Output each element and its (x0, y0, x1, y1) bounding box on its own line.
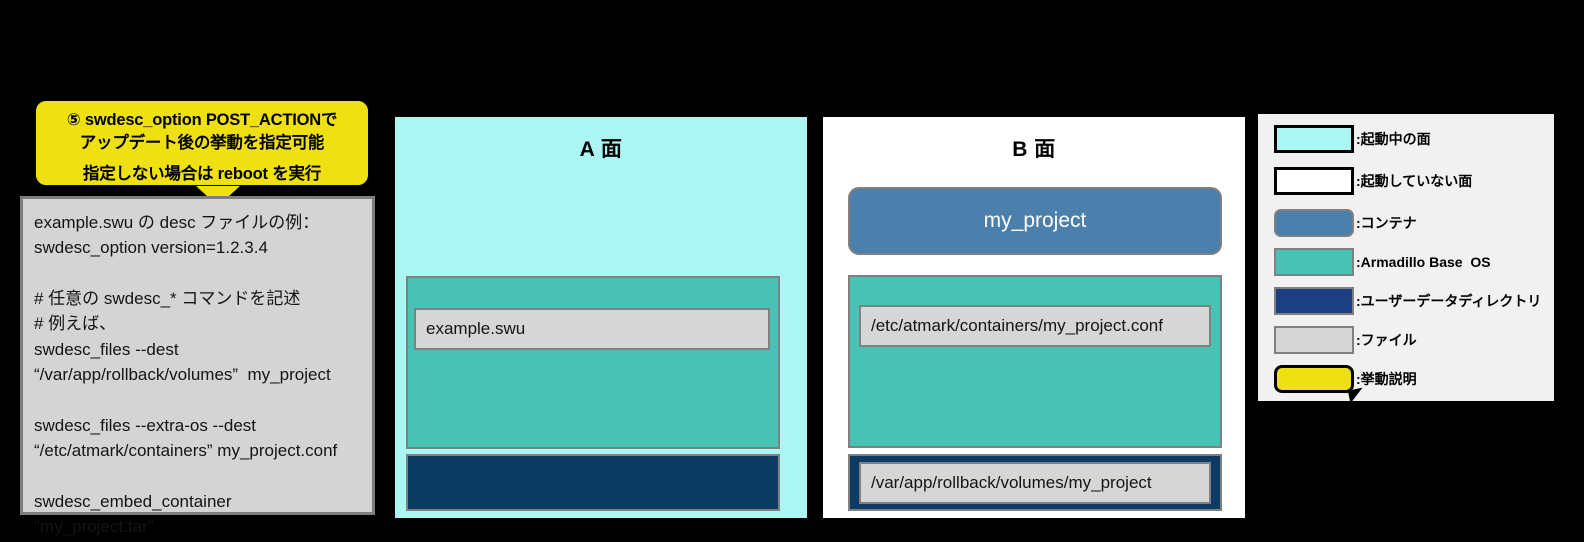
active-side-swatch (1274, 125, 1354, 153)
legend-label-inactive-side: :起動していない面 (1356, 173, 1473, 189)
legend-box: :起動中の面 :起動していない面 :コンテナ :Armadillo Base O… (1258, 114, 1554, 401)
callout-line-3: 指定しない場合は reboot を実行 (82, 164, 322, 183)
callout-spacer (36, 156, 368, 163)
armadillo-base-os-swatch (1274, 248, 1354, 276)
panel-a-title: A 面 (579, 138, 623, 161)
panel-b-file-volume: /var/app/rollback/volumes/my_project (859, 462, 1211, 504)
post-action-callout: ⑤ swdesc_option POST_ACTIONで アップデート後の挙動を… (32, 97, 372, 189)
panel-a-side: A 面 example.swu (392, 114, 810, 521)
inactive-side-swatch (1274, 167, 1354, 195)
legend-label-active-side: :起動中の面 (1356, 131, 1431, 147)
panel-b-conf-file-label: /etc/atmark/containers/my_project.conf (871, 316, 1163, 335)
panel-b-side: B 面 my_project /etc/atmark/containers/my… (820, 114, 1248, 521)
panel-b-armadillo-base-os-block (848, 275, 1222, 448)
callout-line-1: ⑤ swdesc_option POST_ACTIONで (66, 111, 338, 129)
behavior-callout-swatch (1274, 365, 1354, 393)
panel-b-file-conf: /etc/atmark/containers/my_project.conf (859, 305, 1211, 347)
legend-label-behavior-callout: :挙動説明 (1356, 371, 1417, 387)
legend-row-user-data-directory: :ユーザーデータディレクトリ (1274, 286, 1541, 316)
legend-label-file: :ファイル (1356, 332, 1417, 348)
legend-label-container: :コンテナ (1356, 215, 1417, 231)
panel-a-file-label: example.swu (426, 319, 526, 338)
file-swatch (1274, 326, 1354, 354)
callout-text: ⑤ swdesc_option POST_ACTIONで アップデート後の挙動を… (36, 109, 368, 186)
panel-b-container-label: my_project (983, 209, 1087, 232)
user-data-directory-swatch (1274, 287, 1354, 315)
callout-line-2: アップデート後の挙動を指定可能 (79, 134, 325, 153)
legend-row-behavior-callout: :挙動説明 (1274, 364, 1417, 394)
desc-file-example-text: example.swu の desc ファイルの例： swdesc_option… (34, 213, 338, 536)
panel-b-title: B 面 (1012, 138, 1056, 161)
panel-a-file-example-swu: example.swu (414, 308, 770, 350)
panel-a-user-data-directory-block (406, 454, 780, 511)
legend-label-user-data-directory: :ユーザーデータディレクトリ (1356, 293, 1542, 309)
container-swatch (1274, 209, 1354, 237)
legend-row-inactive-side: :起動していない面 (1274, 166, 1472, 196)
panel-b-container-my-project: my_project (848, 187, 1222, 255)
legend-row-active-side: :起動中の面 (1274, 124, 1431, 154)
legend-row-armadillo-base-os: :Armadillo Base OS (1274, 247, 1491, 277)
desc-file-example-box: example.swu の desc ファイルの例： swdesc_option… (20, 196, 375, 536)
panel-b-volume-file-label: /var/app/rollback/volumes/my_project (871, 473, 1152, 492)
legend-label-armadillo-base-os: :Armadillo Base OS (1356, 254, 1491, 270)
legend-row-container: :コンテナ (1274, 208, 1417, 238)
panel-a-armadillo-base-os-block (406, 276, 780, 449)
legend-row-file: :ファイル (1274, 325, 1417, 355)
